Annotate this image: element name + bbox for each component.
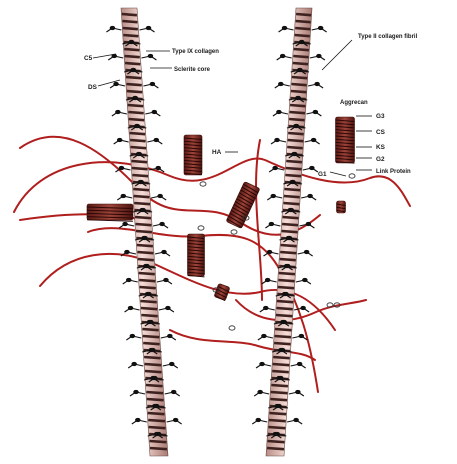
hyaluronan-strands	[14, 137, 410, 392]
label-cs: CS	[376, 129, 386, 136]
label-link-protein: Link Protein	[376, 169, 411, 175]
label-type-ii-collagen-fibril: Type II collagen fibril	[358, 34, 418, 40]
type-ii-collagen-fibril-right	[266, 8, 312, 456]
aggrecan-molecules	[87, 117, 355, 301]
label-g3: G3	[376, 113, 385, 120]
ha-strand-2	[20, 137, 320, 235]
label-type-ix-collagen: Type IX collagen	[172, 49, 219, 55]
label-ks: KS	[376, 144, 386, 151]
ha-strand-6	[236, 300, 366, 320]
ha-strand-1	[14, 159, 410, 212]
fibril-bands-right	[267, 14, 311, 449]
type-ii-collagen-fibril-left	[121, 8, 168, 456]
label-sclerite-core: Sclerite core	[174, 67, 211, 73]
ha-strand-8	[256, 140, 262, 300]
label-g2: G2	[376, 156, 385, 163]
label-g1: G1	[318, 171, 327, 178]
label-ds: DS	[88, 84, 98, 91]
label-ha: HA	[212, 149, 222, 156]
label-aggrecan: Aggrecan	[340, 100, 368, 106]
label-c5: C5	[84, 55, 93, 62]
ha-strand-7	[170, 330, 315, 360]
